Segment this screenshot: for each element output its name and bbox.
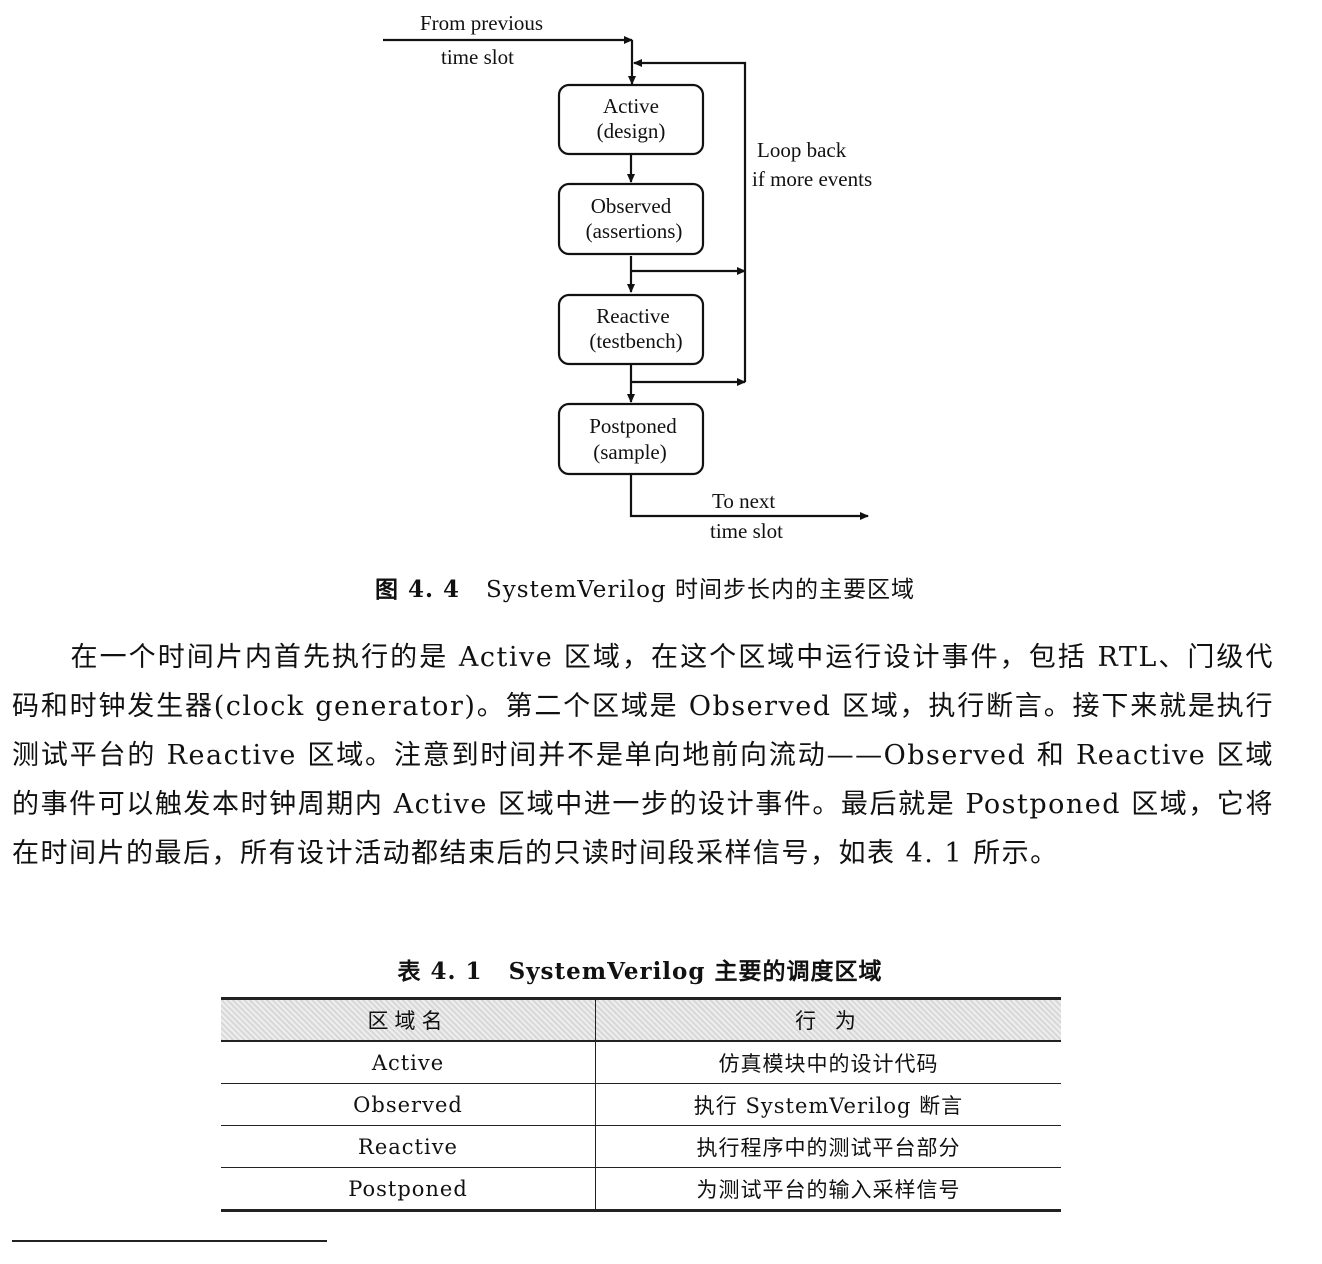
exit-label-2: time slot: [710, 519, 783, 543]
box-postponed-name: Postponed: [589, 414, 677, 438]
cell-region: Active: [221, 1041, 596, 1084]
body-paragraph: 在一个时间片内首先执行的是 Active 区域，在这个区域中运行设计事件，包括 …: [12, 633, 1274, 878]
cell-behavior: 执行 SystemVerilog 断言: [595, 1083, 1061, 1126]
box-active-role: (design): [597, 119, 666, 143]
entry-label-1: From previous: [420, 11, 543, 35]
loop-label-2: if more events: [752, 167, 872, 191]
box-reactive-role: (testbench): [589, 329, 682, 353]
table-row: Observed 执行 SystemVerilog 断言: [221, 1083, 1061, 1126]
scheduling-regions-table: 区域名 行 为 Active 仿真模块中的设计代码 Observed 执行 Sy…: [221, 997, 1061, 1212]
cell-behavior: 仿真模块中的设计代码: [595, 1041, 1061, 1084]
box-observed: [557, 182, 705, 256]
table-caption-number: 表 4. 1: [397, 958, 483, 985]
table-row: Active 仿真模块中的设计代码: [221, 1041, 1061, 1084]
body-paragraph-text: 在一个时间片内首先执行的是 Active 区域，在这个区域中运行设计事件，包括 …: [12, 642, 1274, 869]
box-reactive-name: Reactive: [596, 304, 669, 328]
table-row: Reactive 执行程序中的测试平台部分: [221, 1125, 1061, 1168]
cell-region: Reactive: [221, 1125, 596, 1168]
header-region-name: 区域名: [221, 997, 596, 1042]
cell-region: Postponed: [221, 1167, 596, 1212]
entry-label-2: time slot: [441, 45, 514, 69]
cell-region: Observed: [221, 1083, 596, 1126]
box-observed-name: Observed: [591, 194, 672, 218]
box-observed-role: (assertions): [586, 219, 683, 243]
table-caption-text: SystemVerilog 主要的调度区域: [508, 958, 883, 985]
cell-behavior: 执行程序中的测试平台部分: [595, 1125, 1061, 1168]
figure-caption: 图 4. 4 SystemVerilog 时间步长内的主要区域: [0, 570, 1290, 604]
box-reactive: [557, 293, 705, 366]
exit-arrow: [629, 475, 869, 520]
header-behavior: 行 为: [595, 997, 1061, 1042]
box-active: [557, 83, 705, 156]
loop-label-1: Loop back: [757, 138, 847, 162]
loop-back-line: [633, 59, 747, 382]
exit-label-1: To next: [712, 489, 775, 513]
table-caption: 表 4. 1 SystemVerilog 主要的调度区域: [0, 952, 1280, 986]
scheduling-flow-diagram: From previous time slot Loop back if mor…: [383, 11, 872, 543]
box-postponed-role: (sample): [593, 440, 666, 464]
box-active-name: Active: [603, 94, 659, 118]
box-postponed: [557, 402, 705, 476]
footnote-rule: [12, 1240, 327, 1242]
figure-caption-text: SystemVerilog 时间步长内的主要区域: [486, 577, 915, 603]
figure-caption-number: 图 4. 4: [375, 576, 461, 603]
cell-behavior: 为测试平台的输入采样信号: [595, 1167, 1061, 1212]
table-row: Postponed 为测试平台的输入采样信号: [221, 1167, 1061, 1212]
table-header-row: 区域名 行 为: [221, 997, 1061, 1042]
